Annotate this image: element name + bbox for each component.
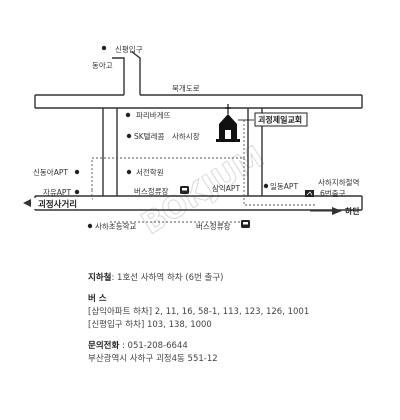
subway-exit-icon <box>305 190 314 197</box>
ildong-apt-label: 일동APT <box>270 182 298 191</box>
exit-6-label: 6번출구 <box>320 188 346 198</box>
church-label-box: 괴정제일교회 <box>254 112 308 127</box>
saha-market-label: 사하시장 <box>172 131 200 141</box>
bus-label: 버 스 <box>88 294 107 304</box>
jayu-apt-label: 자유APT <box>43 188 71 197</box>
svg-text:괴정제일교회: 괴정제일교회 <box>258 115 302 125</box>
north-road-label: 북개도로 <box>172 83 200 93</box>
sindongah-apt-label: 신동아APT <box>33 167 68 177</box>
location-map: BOKJUM <box>23 44 363 242</box>
goejeong-junction-label: 괴정사거리 <box>23 198 92 210</box>
samik-apt-label: 삼익APT <box>212 183 240 193</box>
directions-info: 지하철: 1호선 사하역 하차 (6번 출구) 버 스 [삼익아파트 하차] 2… <box>88 272 388 366</box>
phone-label: 문의전화 <box>88 341 120 351</box>
phone-row: 문의전화 : 051-208-6644 <box>88 340 388 353</box>
sk-telecom-label: SK텔레콤 <box>134 132 164 141</box>
hadan-label: 하단 <box>310 206 360 216</box>
bus-icon <box>241 220 250 228</box>
phone-value: : 051-208-6644 <box>119 341 188 351</box>
bus-row: 버 스 <box>88 293 388 306</box>
place-markers <box>74 45 269 229</box>
address: 부산광역시 사하구 괴정4동 551-12 <box>88 354 218 364</box>
seojeon-academy-label: 서전학원 <box>136 167 164 177</box>
sinpyeong-entrance-label: 신평입구 <box>115 44 143 54</box>
bus-line-1: [삼익아파트 하차] 2, 11, 16, 58-1, 113, 123, 12… <box>88 307 310 317</box>
saha-station-label: 사하지하철역 <box>318 177 359 187</box>
bus-stop-2-label: 버스정류장 <box>196 221 231 231</box>
svg-text:괴정사거리: 괴정사거리 <box>38 199 77 210</box>
bus-stop-1-label: 버스정류장 <box>134 186 169 196</box>
bus-icon <box>180 186 189 194</box>
subway-label: 지하철 <box>88 273 112 283</box>
bus-line-2: [신평입구 하차] 103, 138, 1000 <box>88 320 212 330</box>
subway-row: 지하철: 1호선 사하역 하차 (6번 출구) <box>88 272 388 285</box>
saha-elementary-label: 사하초등학교 <box>95 221 136 231</box>
svg-text:하단: 하단 <box>345 206 360 216</box>
donga-high-label: 동아고 <box>92 60 113 70</box>
church-icon <box>216 104 254 142</box>
subway-value: : 1호선 사하역 하차 (6번 출구) <box>111 273 224 283</box>
paris-baguette-label: 파리바게뜨 <box>136 110 171 120</box>
